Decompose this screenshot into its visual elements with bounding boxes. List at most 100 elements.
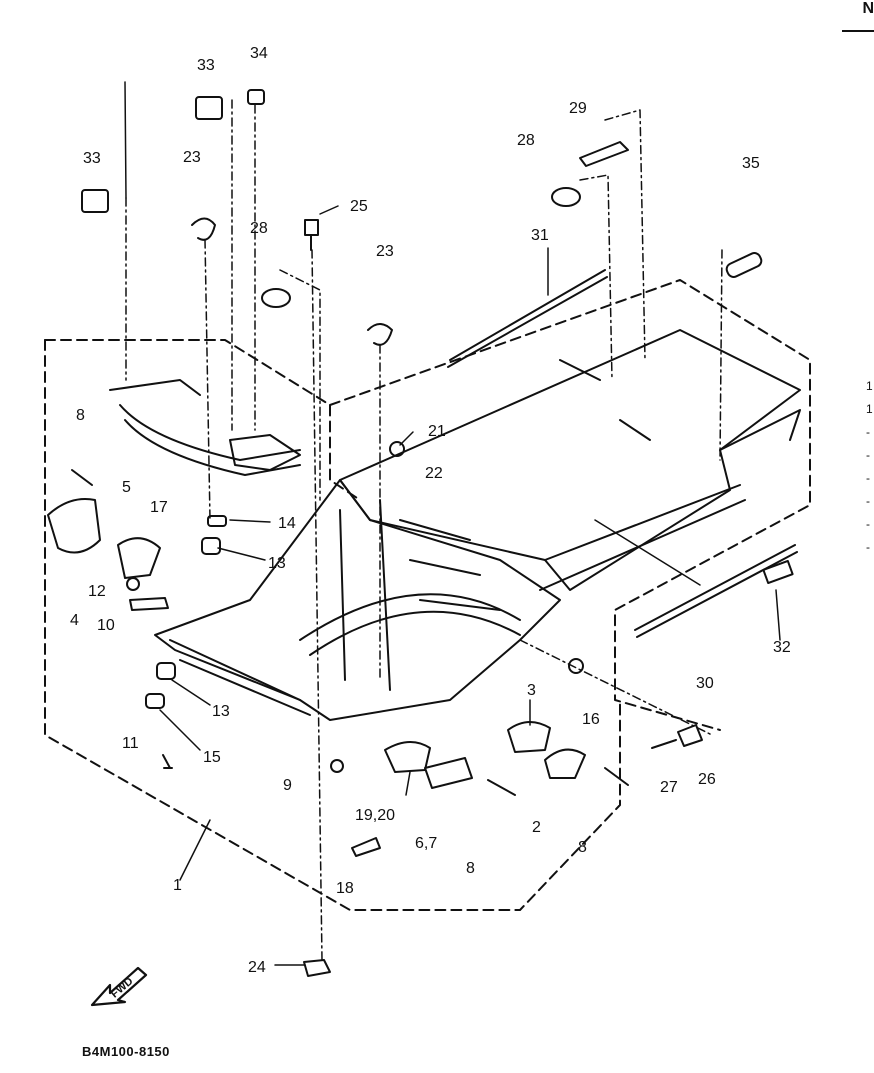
leader-1 — [179, 819, 211, 881]
margin-mark: 1 — [866, 379, 873, 393]
washer-9 — [330, 759, 344, 773]
bushing-13-upper — [201, 537, 221, 555]
callout-12: 12 — [88, 583, 106, 600]
locator-28b — [579, 174, 613, 381]
drawing-code: B4M100-8150 — [82, 1044, 170, 1059]
bushing-14 — [207, 515, 227, 527]
corner-rule — [842, 30, 874, 32]
bolt-8-left — [71, 469, 93, 486]
callout-25: 25 — [350, 198, 368, 215]
margin-mark: - — [866, 471, 870, 485]
callout-31: 31 — [531, 227, 549, 244]
callout-23a: 23 — [183, 149, 201, 166]
assembly-boundary-left — [44, 339, 361, 501]
locator-26 — [519, 639, 713, 736]
locator-23 — [204, 239, 211, 521]
callout-15: 15 — [203, 749, 221, 766]
screw-11 — [162, 754, 173, 769]
bracket-29 — [579, 141, 629, 167]
margin-mark: - — [866, 494, 870, 508]
callout-17: 17 — [150, 499, 168, 516]
gasket-5 — [117, 537, 161, 579]
callout-34: 34 — [250, 45, 268, 62]
callout-32: 32 — [773, 639, 791, 656]
bolt-27 — [651, 739, 677, 749]
leader-13b — [171, 679, 211, 706]
grommet-28-left — [261, 288, 291, 308]
margin-mark: - — [866, 448, 870, 462]
callout-16: 16 — [582, 711, 600, 728]
locator-25 — [311, 249, 323, 961]
callout-8b: 8 — [466, 860, 475, 877]
callout-2: 2 — [532, 819, 541, 836]
callout-23b: 23 — [376, 243, 394, 260]
rail-31 — [447, 269, 608, 368]
callout-33a: 33 — [197, 57, 215, 74]
clip-23-lower — [367, 323, 393, 346]
clip-23-upper — [191, 217, 216, 241]
bushing-13-lower — [156, 662, 176, 680]
callout-28a: 28 — [250, 220, 268, 237]
callout-6-7: 6,7 — [415, 835, 437, 852]
locator-28 — [279, 269, 321, 501]
margin-marks: 1 1 - - - - - - — [866, 375, 873, 559]
leader-25 — [319, 205, 339, 215]
bolt-18 — [351, 837, 381, 857]
frame-top-deck — [339, 329, 801, 591]
part-33-lower — [81, 189, 109, 213]
fwd-arrow-icon — [90, 966, 148, 1007]
callout-21: 21 — [428, 423, 446, 440]
washer-16 — [568, 658, 584, 674]
leader-19-20 — [405, 771, 411, 796]
callout-35: 35 — [742, 155, 760, 172]
gasket-3 — [507, 721, 551, 753]
corner-label: N — [842, 0, 874, 32]
handlebar-bracket — [109, 379, 301, 476]
bushing-15 — [145, 693, 165, 709]
callout-4: 4 — [70, 612, 79, 629]
assembly-boundary-left-bottom — [44, 339, 621, 911]
washer-12 — [126, 577, 140, 591]
callout-18: 18 — [336, 880, 354, 897]
callout-8a: 8 — [76, 407, 85, 424]
leader-21 — [399, 431, 414, 446]
callout-29: 29 — [569, 100, 587, 117]
callout-5: 5 — [122, 479, 131, 496]
plate-32 — [762, 559, 794, 585]
margin-mark: - — [866, 425, 870, 439]
margin-mark: 1 — [866, 402, 873, 416]
margin-mark: - — [866, 517, 870, 531]
emblem-35 — [725, 252, 763, 278]
leader-32 — [775, 589, 781, 641]
callout-26: 26 — [698, 771, 716, 788]
assembly-boundary-rear — [329, 279, 811, 731]
callout-28b: 28 — [517, 132, 535, 149]
callout-13a: 13 — [268, 555, 286, 572]
callout-27: 27 — [660, 779, 678, 796]
part-34 — [247, 89, 265, 105]
callout-24: 24 — [248, 959, 266, 976]
rail-30 — [634, 544, 798, 638]
clip-24 — [303, 959, 331, 977]
frame-front-section — [154, 479, 561, 721]
lamp-26 — [677, 724, 703, 747]
callout-3: 3 — [527, 682, 536, 699]
damper-6-7 — [424, 757, 473, 789]
leader-33 — [124, 81, 127, 199]
frame-lower-rail — [169, 499, 391, 716]
callout-11: 11 — [122, 735, 139, 752]
callout-13b: 13 — [212, 703, 230, 720]
callout-14: 14 — [278, 515, 296, 532]
corner-letter: N — [862, 0, 874, 17]
engine-mount-19-20 — [384, 741, 431, 773]
callout-33b: 33 — [83, 150, 101, 167]
callout-19-20: 19,20 — [355, 807, 395, 824]
plate-10 — [129, 597, 169, 611]
locator-35 — [719, 249, 723, 461]
leader-30 — [594, 519, 701, 586]
cover-4 — [47, 498, 101, 554]
callout-30: 30 — [696, 675, 714, 692]
leader-14 — [229, 519, 271, 523]
frame-side-rail-right — [539, 409, 801, 591]
leader-13 — [217, 547, 266, 561]
